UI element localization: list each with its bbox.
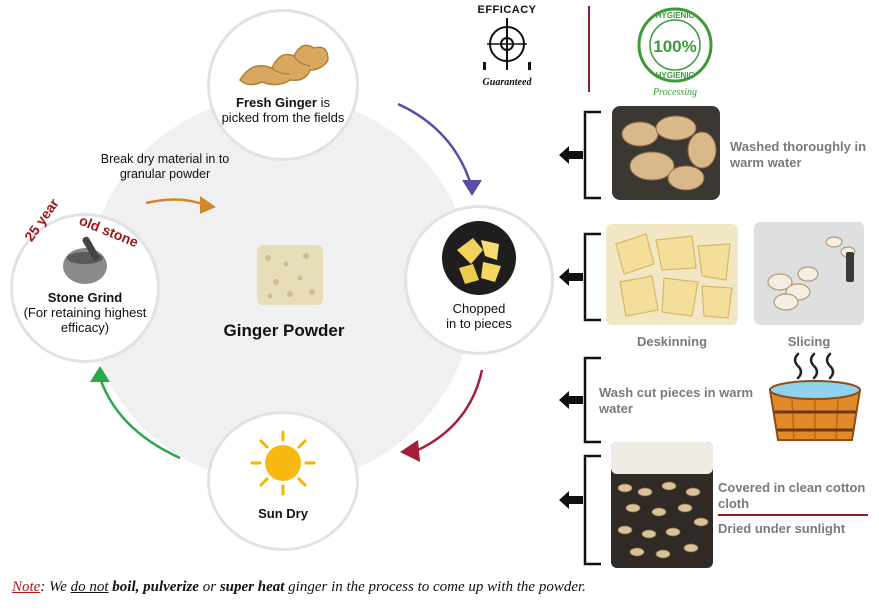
stone-grind-label: Stone Grind(For retaining highest effica… bbox=[23, 290, 147, 335]
deskinning-image bbox=[606, 224, 738, 325]
hygienic-seal-icon: HYGIENIC 100% HYGIENIC bbox=[637, 7, 713, 83]
center-title: Ginger Powder bbox=[223, 321, 345, 340]
hygienic-center: 100% bbox=[653, 37, 696, 56]
hygienic-caption: Processing bbox=[652, 87, 698, 98]
hygienic-ring-bottom: HYGIENIC bbox=[656, 71, 695, 80]
arrow-chopped-to-sundry-head bbox=[400, 440, 420, 462]
sun-dry-label: Sun Dry bbox=[258, 506, 308, 521]
node-sun-dry: Sun Dry bbox=[210, 414, 356, 548]
arrow-break-head bbox=[200, 196, 216, 214]
bottom-note: Note: We do not boil, pulverize or super… bbox=[12, 579, 586, 595]
fresh-ginger-image bbox=[239, 44, 329, 86]
stone-grinder-icon bbox=[63, 236, 107, 284]
node-fresh-ginger: Fresh Ginger is picked from the fields bbox=[210, 12, 356, 158]
washed-ginger-image bbox=[612, 106, 720, 200]
arrow-chopped-to-sundry bbox=[417, 369, 484, 452]
drying-ginger-image bbox=[611, 442, 713, 568]
arrow-sundry-to-grind bbox=[98, 377, 181, 460]
step-covered-label: Covered in clean cotton cloth bbox=[718, 480, 866, 511]
arrow-fresh-to-chopped-head bbox=[462, 180, 482, 196]
fresh-ginger-label: Fresh Ginger is picked from the fields bbox=[221, 95, 345, 125]
ginger-powder-image bbox=[257, 245, 323, 305]
node-stone-grind: Stone Grind(For retaining highest effica… bbox=[13, 216, 157, 360]
step-divider bbox=[718, 514, 868, 516]
efficacy-title: EFFICACY bbox=[477, 4, 537, 16]
chopped-ginger-image bbox=[442, 221, 516, 295]
wooden-tub-icon bbox=[768, 352, 862, 441]
slicing-image bbox=[754, 222, 864, 325]
step-deskinning-label: Deskinning bbox=[636, 334, 708, 349]
break-dry-label: Break dry material in to granular powder bbox=[100, 152, 230, 181]
efficacy-target-icon bbox=[483, 18, 531, 70]
step-dried-label: Dried under sunlight bbox=[718, 521, 846, 536]
step-slicing-label: Slicing bbox=[787, 334, 831, 349]
step-brackets bbox=[559, 110, 601, 566]
hygienic-badge: HYGIENIC 100% HYGIENIC Processing bbox=[634, 6, 716, 98]
arrow-sundry-to-grind-head bbox=[90, 366, 110, 382]
step-washed-label: Washed thoroughly in warm water bbox=[730, 139, 867, 170]
hygienic-ring-top: HYGIENIC bbox=[656, 11, 695, 20]
sun-icon bbox=[250, 430, 316, 496]
arrow-fresh-to-chopped bbox=[397, 102, 474, 189]
badge-divider bbox=[588, 6, 590, 92]
efficacy-caption: Guaranteed bbox=[482, 77, 532, 88]
step-wash-cut-label: Wash cut pieces in warm water bbox=[599, 385, 754, 416]
efficacy-badge: EFFICACY Guaranteed bbox=[472, 4, 542, 88]
note-label: Note bbox=[12, 579, 41, 595]
